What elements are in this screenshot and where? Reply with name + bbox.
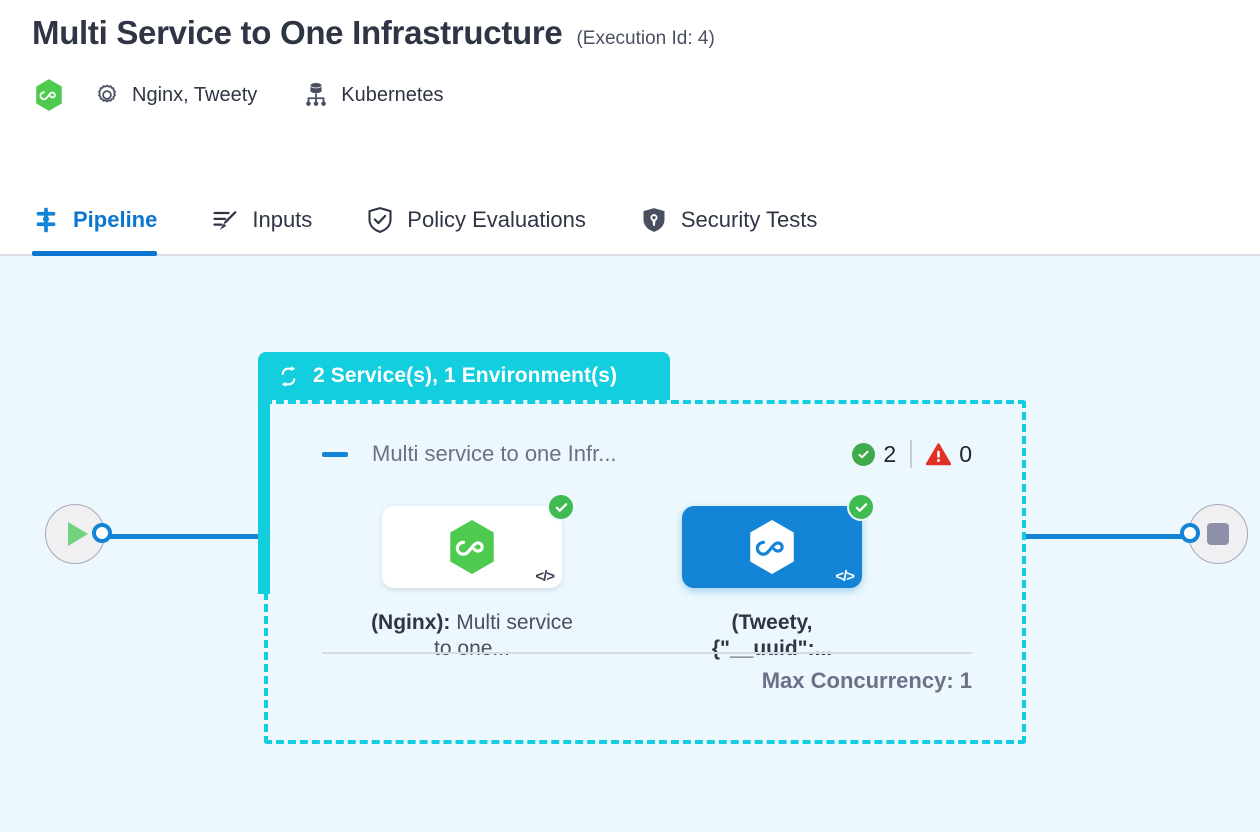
service-card-label: (Tweety, {"__uuid":... — [670, 610, 875, 663]
meta-row: Nginx, Tweety Kubernetes — [32, 78, 1260, 112]
check-circle-icon — [847, 493, 875, 521]
shield-check-icon — [368, 207, 392, 233]
pipeline-icon — [36, 207, 56, 233]
group-collapse-row: Multi service to one Infr... 2 — [322, 440, 972, 468]
hexagon-infinity-logo — [750, 519, 794, 575]
counter-divider — [910, 440, 913, 468]
group-left-bar — [258, 398, 270, 594]
service-card-detail: Multi service to one... — [434, 611, 573, 661]
check-glyph — [858, 450, 869, 458]
success-counter: 2 — [852, 441, 896, 468]
group-header[interactable]: 2 Service(s), 1 Environment(s) — [258, 352, 670, 400]
flow-line-left — [100, 534, 268, 539]
check-glyph — [855, 502, 867, 512]
service-card-name: (Tweety, {"__uuid":... — [711, 611, 833, 661]
stop-icon — [1207, 523, 1229, 545]
group-counters: 2 0 — [852, 440, 972, 468]
tab-pipeline[interactable]: Pipeline — [32, 160, 179, 256]
max-concurrency-label: Max Concurrency: 1 — [761, 668, 972, 693]
connector-dot-start — [92, 523, 112, 543]
service-card-item: </> (Nginx): Multi service to one... — [322, 493, 622, 663]
check-glyph — [555, 502, 567, 512]
loop-refresh-icon — [281, 365, 296, 387]
service-card-nginx[interactable]: </> — [382, 493, 575, 588]
tab-policy-evaluations[interactable]: Policy Evaluations — [366, 160, 608, 254]
group-title: Multi service to one Infr... — [372, 441, 617, 466]
gear-icon — [98, 84, 116, 103]
code-brackets-icon[interactable]: </> — [835, 568, 855, 585]
connector-dot-end — [1180, 523, 1200, 543]
divider — [322, 652, 972, 654]
check-circle-icon — [547, 493, 575, 521]
max-concurrency-row: Max Concurrency: 1 — [322, 652, 972, 694]
group-header-label: 2 Service(s), 1 Environment(s) — [313, 364, 618, 387]
services-label: Nginx, Tweety — [132, 83, 258, 106]
tab-label: Pipeline — [73, 207, 158, 232]
execution-id: (Execution Id: 4) — [576, 28, 715, 49]
page-title: Multi Service to One Infrastructure — [32, 14, 563, 51]
hexagon-infinity-logo — [450, 519, 494, 575]
tab-label: Inputs — [252, 207, 313, 232]
flow-line-right — [1022, 534, 1194, 539]
inputs-edit-icon — [213, 210, 238, 231]
warning-triangle-icon — [926, 442, 952, 465]
service-card-tweety[interactable]: </> — [682, 493, 875, 588]
title-row: Multi Service to One Infrastructure (Exe… — [32, 14, 1260, 52]
services-group: Nginx, Tweety — [66, 82, 257, 108]
play-icon — [68, 522, 88, 546]
pipeline-group: 2 Service(s), 1 Environment(s) Multi ser… — [258, 352, 1026, 744]
service-card-list: </> (Nginx): Multi service to one... < — [322, 493, 972, 663]
success-count: 2 — [883, 440, 897, 467]
pipeline-canvas: 2 Service(s), 1 Environment(s) Multi ser… — [0, 256, 1260, 832]
error-count: 0 — [959, 440, 972, 467]
service-card-label: (Nginx): Multi service to one... — [370, 610, 575, 663]
tab-bar: Pipeline Inputs Policy Evaluations Secur — [0, 160, 1260, 256]
infrastructure-label: Kubernetes — [341, 83, 444, 106]
code-brackets-icon[interactable]: </> — [535, 568, 555, 585]
infrastructure-group: Kubernetes — [257, 81, 444, 109]
minus-icon[interactable] — [322, 451, 348, 457]
tab-security-tests[interactable]: Security Tests — [640, 160, 840, 254]
tab-label: Security Tests — [680, 207, 818, 232]
hexagon-infinity-logo — [36, 79, 62, 111]
tab-inputs[interactable]: Inputs — [211, 160, 334, 254]
tab-label: Policy Evaluations — [407, 207, 586, 232]
page-header: Multi Service to One Infrastructure (Exe… — [0, 0, 1260, 160]
error-counter: 0 — [926, 441, 972, 468]
service-card-name: (Nginx): — [371, 611, 451, 634]
service-card-item: </> (Tweety, {"__uuid":... — [622, 493, 922, 663]
brand-logo-group — [32, 78, 66, 112]
check-circle-icon — [852, 442, 876, 466]
shield-security-icon — [643, 208, 665, 232]
kubernetes-cluster-icon — [306, 83, 327, 106]
